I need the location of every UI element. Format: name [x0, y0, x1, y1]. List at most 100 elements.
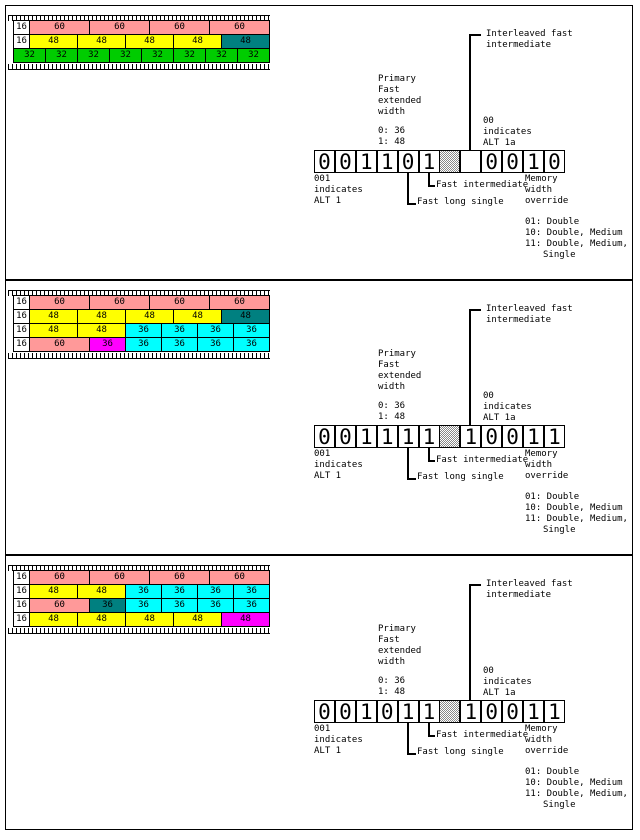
register-cell: 48: [29, 323, 78, 338]
register-cell: 36: [89, 337, 126, 352]
register-cell: 32: [13, 48, 46, 63]
register-cell: 32: [205, 48, 238, 63]
register-cell: 36: [125, 598, 162, 613]
alt1-label: indicates: [314, 735, 363, 745]
fast-intermediate-label: Fast intermediate: [436, 730, 529, 740]
alt1-label: ALT 1: [314, 471, 342, 481]
register-cell: 48: [77, 584, 126, 599]
register-cell: 48: [221, 34, 270, 49]
leader-line: [427, 723, 430, 736]
ruler-bottom: [8, 64, 270, 70]
register-cell: 60: [89, 570, 150, 585]
bit-box: 1: [418, 425, 440, 448]
memory-value: Single: [543, 800, 576, 810]
register-cell: 16: [13, 309, 30, 324]
register-cell: 60: [149, 570, 210, 585]
register-cell: 36: [125, 584, 162, 599]
bit-box: 1: [355, 700, 377, 723]
primary-value: 0: 36: [378, 126, 406, 136]
bit-box: 1: [418, 150, 440, 173]
alt1a-label: 00: [483, 391, 494, 401]
register-cell: 60: [89, 20, 150, 35]
memory-value: 10: Double, Medium: [525, 503, 623, 513]
register-cell: 48: [125, 309, 174, 324]
interleaved-label: Interleaved fast: [486, 29, 573, 39]
alt1-label: indicates: [314, 460, 363, 470]
register-cell: 48: [173, 309, 222, 324]
register-cell: 36: [197, 337, 234, 352]
register-cell: 16: [13, 584, 30, 599]
primary-value: 1: 48: [378, 687, 406, 697]
leader-line: [469, 309, 472, 425]
panel: [5, 555, 633, 830]
register-cell: 16: [13, 337, 30, 352]
primary-label: Fast: [378, 635, 400, 645]
primary-label: extended: [378, 371, 422, 381]
register-cell: 48: [29, 612, 78, 627]
register-cell: 16: [13, 20, 30, 35]
leader-line: [469, 584, 472, 700]
alt1a-label: 00: [483, 116, 494, 126]
memory-label: override: [525, 746, 569, 756]
leader-line: [427, 448, 430, 461]
panel: [5, 280, 633, 555]
register-cell: 32: [237, 48, 270, 63]
memory-label: override: [525, 471, 569, 481]
primary-label: Primary: [378, 349, 416, 359]
register-cell: 60: [209, 570, 270, 585]
ruler-top: [8, 290, 270, 296]
register-cell: 48: [221, 612, 270, 627]
bit-box: 1: [460, 700, 482, 723]
register-cell: 60: [29, 570, 90, 585]
ruler-top: [8, 565, 270, 571]
register-cell: 36: [89, 598, 126, 613]
bit-box: 0: [334, 150, 356, 173]
primary-label: Fast: [378, 360, 400, 370]
register-cell: 60: [29, 20, 90, 35]
register-cell: 16: [13, 295, 30, 310]
leader-line: [427, 460, 435, 462]
leader-line: [469, 34, 472, 150]
register-cell: 48: [77, 34, 126, 49]
register-cell: 36: [161, 584, 198, 599]
bit-box: 0: [314, 700, 335, 723]
alt1-label: 001: [314, 174, 331, 184]
register-cell: 60: [149, 295, 210, 310]
bit-box: 0: [314, 150, 335, 173]
register-cell: 48: [173, 34, 222, 49]
fast-intermediate-label: Fast intermediate: [436, 455, 529, 465]
alt1a-label: indicates: [483, 402, 532, 412]
register-cell: 32: [109, 48, 142, 63]
register-cell: 48: [173, 612, 222, 627]
bit-box: 0: [314, 425, 335, 448]
register-cell: 48: [77, 612, 126, 627]
register-cell: 16: [13, 323, 30, 338]
leader-line: [406, 478, 416, 480]
bit-box: 1: [523, 150, 544, 173]
register-cell: 60: [29, 295, 90, 310]
fast-long-single-label: Fast long single: [417, 197, 504, 207]
leader-line: [427, 735, 435, 737]
register-cell: 48: [29, 309, 78, 324]
bit-box: 0: [481, 700, 503, 723]
memory-value: 11: Double, Medium,: [525, 239, 628, 249]
memory-value: 01: Double: [525, 217, 580, 227]
register-cell: 36: [125, 323, 162, 338]
leader-line: [427, 173, 430, 186]
memory-value: 01: Double: [525, 767, 580, 777]
memory-label: Memory: [525, 449, 558, 459]
panel: [5, 5, 633, 280]
bit-box: 1: [543, 425, 565, 448]
bit-box: 0: [334, 425, 356, 448]
alt1a-label: indicates: [483, 677, 532, 687]
memory-value: 01: Double: [525, 492, 580, 502]
bit-box: 1: [543, 700, 565, 723]
register-cell: 36: [161, 323, 198, 338]
bit-box: 0: [543, 150, 565, 173]
ruler-bottom: [8, 628, 270, 634]
fast-long-single-label: Fast long single: [417, 747, 504, 757]
register-cell: 32: [77, 48, 110, 63]
leader-line: [469, 34, 482, 36]
register-cell: 48: [29, 34, 78, 49]
register-cell: 60: [29, 598, 90, 613]
